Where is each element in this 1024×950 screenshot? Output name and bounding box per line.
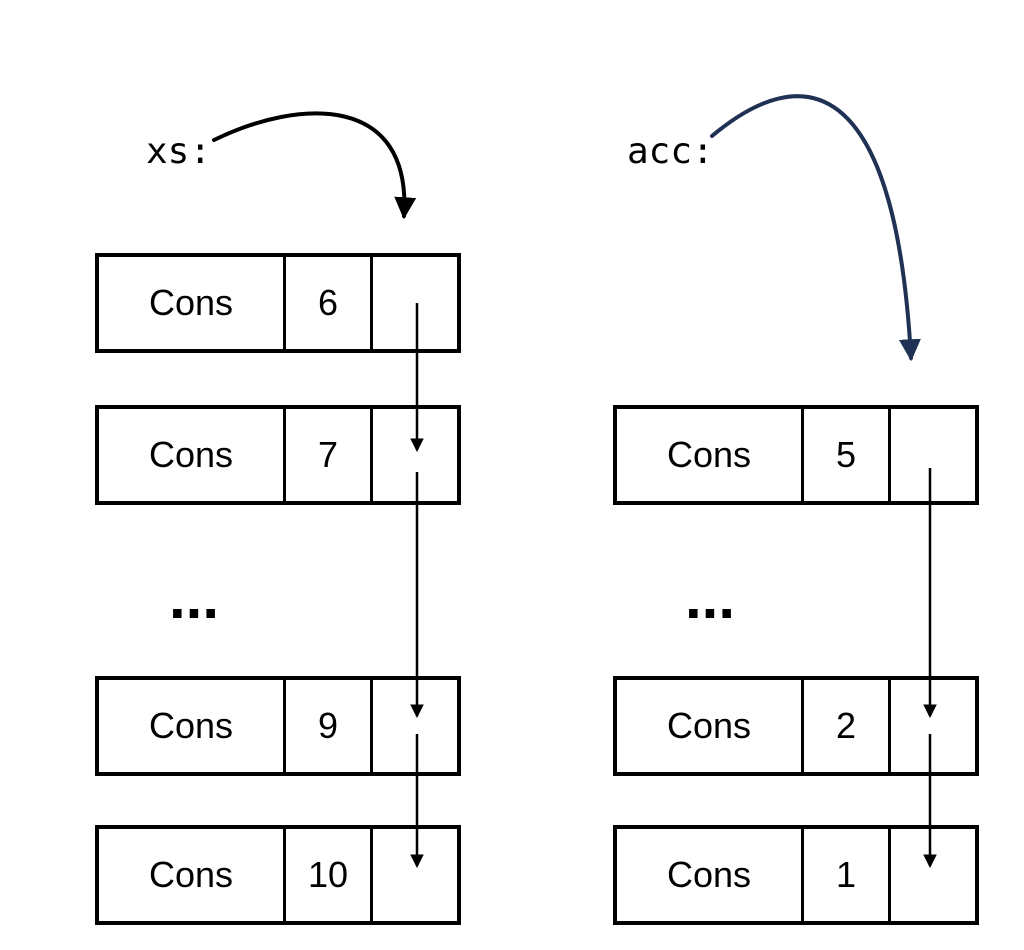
cons-pointer-field — [370, 680, 457, 772]
cons-tag: Cons — [148, 854, 234, 895]
cons-value: 6 — [283, 257, 370, 349]
cons-cell-xs-head: Cons 6 — [95, 253, 461, 353]
xs-variable-label: xs: — [146, 131, 212, 172]
cons-value: 5 — [801, 409, 888, 501]
cons-cell-xs-last: Cons 10 — [95, 825, 461, 925]
cons-tag: Cons — [666, 854, 752, 895]
cons-pointer-field — [370, 829, 457, 921]
xs-ellipsis: ... — [168, 564, 219, 631]
acc-head-pointer-arrow — [710, 94, 921, 362]
cons-cell-acc-head: Cons 5 — [613, 405, 979, 505]
cons-pointer-field — [888, 409, 975, 501]
cons-pointer-field — [888, 680, 975, 772]
cons-tag: Cons — [666, 434, 752, 475]
cons-tag: Cons — [148, 434, 234, 475]
cons-value: 10 — [283, 829, 370, 921]
cons-cell-xs-second: Cons 7 — [95, 405, 461, 505]
cons-pointer-field — [370, 257, 457, 349]
cons-cell-acc-second: Cons 2 — [613, 676, 979, 776]
cons-value: 9 — [283, 680, 370, 772]
cons-tag: Cons — [148, 282, 234, 323]
cons-pointer-field — [888, 829, 975, 921]
cons-cell-acc-last: Cons 1 — [613, 825, 979, 925]
cons-tag: Cons — [148, 705, 234, 746]
cons-tag: Cons — [666, 705, 752, 746]
acc-variable-label: acc: — [627, 131, 714, 172]
cons-value: 2 — [801, 680, 888, 772]
cons-cell-xs-ninth: Cons 9 — [95, 676, 461, 776]
cons-value: 1 — [801, 829, 888, 921]
xs-head-pointer-arrow — [212, 111, 417, 220]
cons-value: 7 — [283, 409, 370, 501]
cons-pointer-field — [370, 409, 457, 501]
acc-ellipsis: ... — [684, 564, 735, 631]
